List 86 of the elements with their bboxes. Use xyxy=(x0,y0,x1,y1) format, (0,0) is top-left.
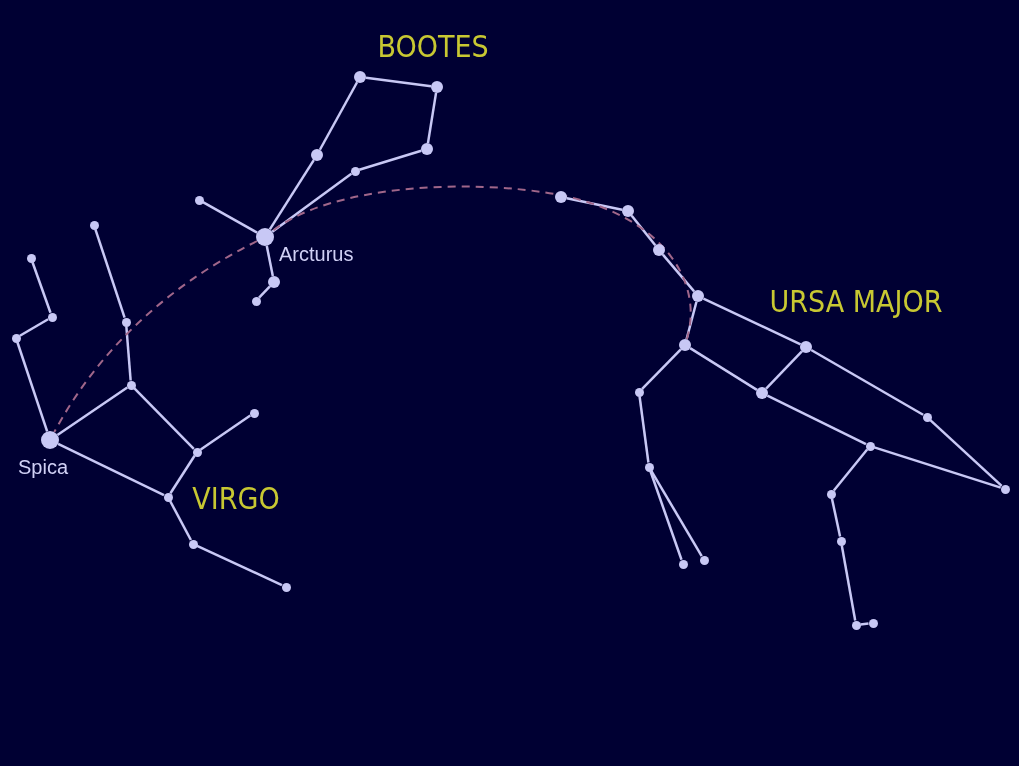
constellation-line xyxy=(169,500,192,541)
constellation-line xyxy=(765,350,803,390)
star-dot xyxy=(126,380,136,390)
star-dot xyxy=(653,244,665,256)
constellation-line xyxy=(426,92,438,144)
star-dot xyxy=(699,555,709,565)
constellation-line xyxy=(566,197,623,211)
star-dot xyxy=(836,536,846,546)
star-dot xyxy=(756,387,768,399)
constellation-line xyxy=(200,414,251,451)
constellation-line xyxy=(125,326,132,381)
constellation-line xyxy=(873,446,1002,489)
constellation-line xyxy=(202,201,258,234)
star-dot xyxy=(851,620,861,630)
constellation-line xyxy=(365,76,432,88)
star-dot xyxy=(311,149,323,161)
constellation-line xyxy=(196,544,283,587)
star-dot xyxy=(256,228,274,246)
constellation-line xyxy=(641,348,682,390)
constellation-line xyxy=(16,341,49,432)
star-dot xyxy=(350,166,360,176)
star-dot xyxy=(922,412,932,422)
star-dot xyxy=(868,618,878,628)
star-dot xyxy=(47,312,57,322)
star-name: Arcturus xyxy=(279,244,354,264)
star-dot xyxy=(622,205,634,217)
constellation-line xyxy=(685,301,698,340)
star-dot xyxy=(121,317,131,327)
constellation-line xyxy=(810,348,924,416)
constellation-line xyxy=(358,149,422,171)
constellation-line xyxy=(929,419,1003,487)
star-dot xyxy=(800,341,812,353)
star-dot xyxy=(421,143,433,155)
star-dot xyxy=(281,582,291,592)
dashed-arc xyxy=(53,240,258,434)
constellation-name: VIRGO xyxy=(192,484,280,514)
constellation-line xyxy=(830,498,842,537)
star-dot xyxy=(268,276,280,288)
constellation-line xyxy=(860,622,869,626)
star-dot xyxy=(679,339,691,351)
star-dot xyxy=(678,559,688,569)
constellation-line xyxy=(271,172,353,233)
star-dot xyxy=(1000,484,1010,494)
star-dot xyxy=(192,447,202,457)
constellation-line xyxy=(832,448,869,492)
star-dot xyxy=(194,195,204,205)
star-dot xyxy=(431,81,443,93)
constellation-line xyxy=(650,470,703,557)
constellation-line xyxy=(265,245,275,277)
constellation-line xyxy=(630,214,657,247)
star-dot xyxy=(41,431,59,449)
star-name: Spica xyxy=(18,457,69,477)
star-dot xyxy=(249,408,259,418)
constellation-line xyxy=(133,387,195,450)
constellation-line xyxy=(689,347,758,391)
star-dot xyxy=(826,489,836,499)
dashed-arc xyxy=(271,185,692,341)
constellation-line xyxy=(56,386,128,436)
constellation-line xyxy=(57,442,165,497)
constellation-line xyxy=(258,285,271,299)
star-dot xyxy=(163,492,173,502)
star-dot xyxy=(11,333,21,343)
constellation-line xyxy=(840,545,857,621)
star-dot xyxy=(251,296,261,306)
constellation-line xyxy=(702,297,802,346)
constellation-line xyxy=(19,318,49,337)
constellation-name: URSA MAJOR xyxy=(769,287,943,317)
star-dot xyxy=(865,441,875,451)
star-dot xyxy=(89,220,99,230)
star-dot xyxy=(644,462,654,472)
star-dot xyxy=(634,387,644,397)
constellation-line xyxy=(169,455,196,494)
star-dot xyxy=(555,191,567,203)
constellation-line xyxy=(94,228,126,319)
star-dot xyxy=(188,539,198,549)
star-dot xyxy=(354,71,366,83)
constellation-line xyxy=(31,261,52,314)
constellation-line xyxy=(766,394,867,446)
star-dot xyxy=(26,253,36,263)
constellation-line xyxy=(638,396,650,463)
constellation-line xyxy=(649,470,683,561)
constellation-line xyxy=(268,159,315,231)
star-dot xyxy=(692,290,704,302)
constellation-name: BOOTES xyxy=(377,32,489,62)
constellation-line xyxy=(661,253,696,293)
constellation-line xyxy=(318,81,359,151)
